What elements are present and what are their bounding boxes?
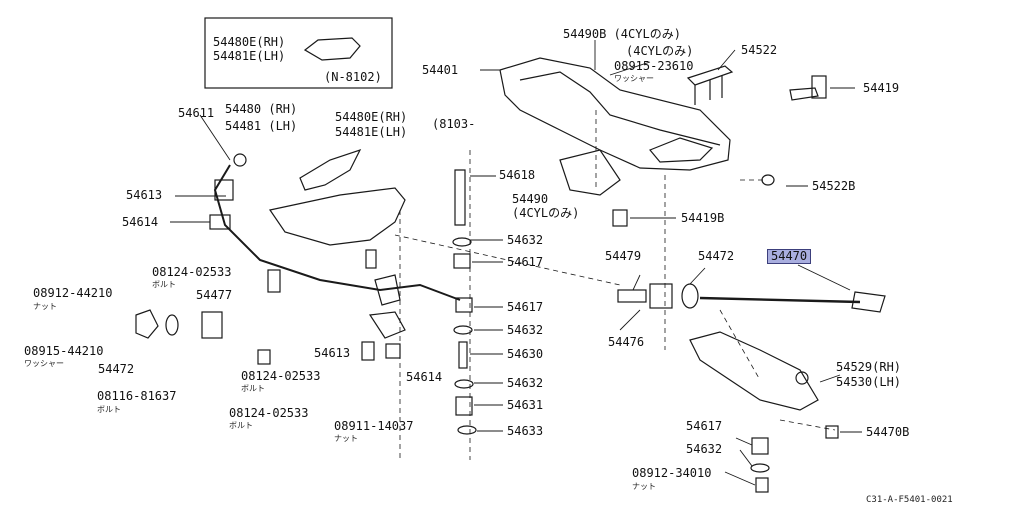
bolt-54618 (454, 169, 466, 226)
label-54419: 54419 (863, 81, 900, 95)
label-54470-highlighted[interactable]: 54470 (767, 249, 812, 264)
label-54522B: 54522B (812, 179, 856, 193)
label-54480-rh: 54480 (RH) (225, 102, 298, 116)
label-54472-a: 54472 (698, 249, 735, 263)
label-washer-2: ワッシャー (24, 359, 64, 368)
label-54481-lh: 54481 (LH) (225, 119, 298, 133)
label-bolt-2: ボルト (241, 384, 265, 393)
label-54522: 54522 (741, 43, 778, 57)
label-54490B: 54490B (4CYLのみ) (563, 27, 681, 41)
label-54476: 54476 (608, 335, 645, 349)
label-54633: 54633 (507, 424, 544, 438)
note-4cyl-b: (4CYLのみ) (512, 206, 580, 220)
label-08124-02533-b: 08124-02533 (241, 369, 321, 383)
label-54481E-lh: 54481E(LH) (213, 49, 286, 63)
label-54613-b: 54613 (314, 346, 351, 360)
label-54490: 54490 (512, 192, 549, 206)
label-54614-a: 54614 (122, 215, 159, 229)
label-08915-23610: 08915-23610 (614, 59, 694, 73)
label-08124-02533-a: 08124-02533 (152, 265, 232, 279)
mount-54490 (559, 149, 621, 196)
label-bolt-1: ボルト (152, 280, 176, 289)
label-bolt-4: ボルト (229, 421, 253, 430)
strut-rod-54470 (699, 296, 861, 304)
lower-arm-54529 (689, 331, 819, 411)
label-54470B: 54470B (866, 425, 910, 439)
label-08915-44210: 08915-44210 (24, 344, 104, 358)
label-54618: 54618 (499, 168, 536, 182)
label-54480E-rh: 54480E(RH) (213, 35, 286, 49)
note-8103: (8103- (432, 117, 476, 131)
label-08124-02533-c: 08124-02533 (229, 406, 309, 420)
label-54480E-rh-b: 54480E(RH) (335, 110, 408, 124)
label-54632-a: 54632 (507, 233, 544, 247)
label-08911-14037: 08911-14037 (334, 419, 414, 433)
label-54479: 54479 (605, 249, 642, 263)
bracket-54480 (269, 187, 406, 246)
label-54632-c: 54632 (507, 376, 544, 390)
label-54613-a: 54613 (126, 188, 163, 202)
crossmember-shape (499, 57, 731, 171)
label-54617-a: 54617 (507, 255, 544, 269)
inset-bracket-shape (303, 37, 361, 61)
label-54529-rh: 54529(RH) (836, 360, 902, 374)
label-08912-34010: 08912-34010 (632, 466, 712, 480)
label-54477: 54477 (196, 288, 233, 302)
label-54617-c: 54617 (686, 419, 723, 433)
label-54530-lh: 54530(LH) (836, 375, 902, 389)
label-bolt-3: ボルト (97, 405, 121, 414)
label-08116-81637: 08116-81637 (97, 389, 177, 403)
label-54481E-lh-b: 54481E(LH) (335, 125, 408, 139)
inset-note: (N-8102) (324, 70, 382, 84)
label-nut-2: ナット (334, 434, 358, 443)
label-54630: 54630 (507, 347, 544, 361)
inset-frame (204, 17, 393, 89)
label-54631: 54631 (507, 398, 544, 412)
label-54632-d: 54632 (686, 442, 723, 456)
note-4cyl: (4CYLのみ) (626, 44, 694, 58)
label-nut-3: ナット (632, 482, 656, 491)
label-54401: 54401 (422, 63, 459, 77)
label-54472-b: 54472 (98, 362, 135, 376)
label-nut-1: ナット (33, 302, 57, 311)
figure-code: C31-A-F5401-0021 (866, 495, 953, 505)
label-54611: 54611 (178, 106, 215, 120)
label-54617-b: 54617 (507, 300, 544, 314)
label-54632-b: 54632 (507, 323, 544, 337)
label-54419B: 54419B (681, 211, 725, 225)
label-08912-44210: 08912-44210 (33, 286, 113, 300)
label-54614-b: 54614 (406, 370, 443, 384)
label-washer-1: ワッシャー (614, 74, 654, 83)
